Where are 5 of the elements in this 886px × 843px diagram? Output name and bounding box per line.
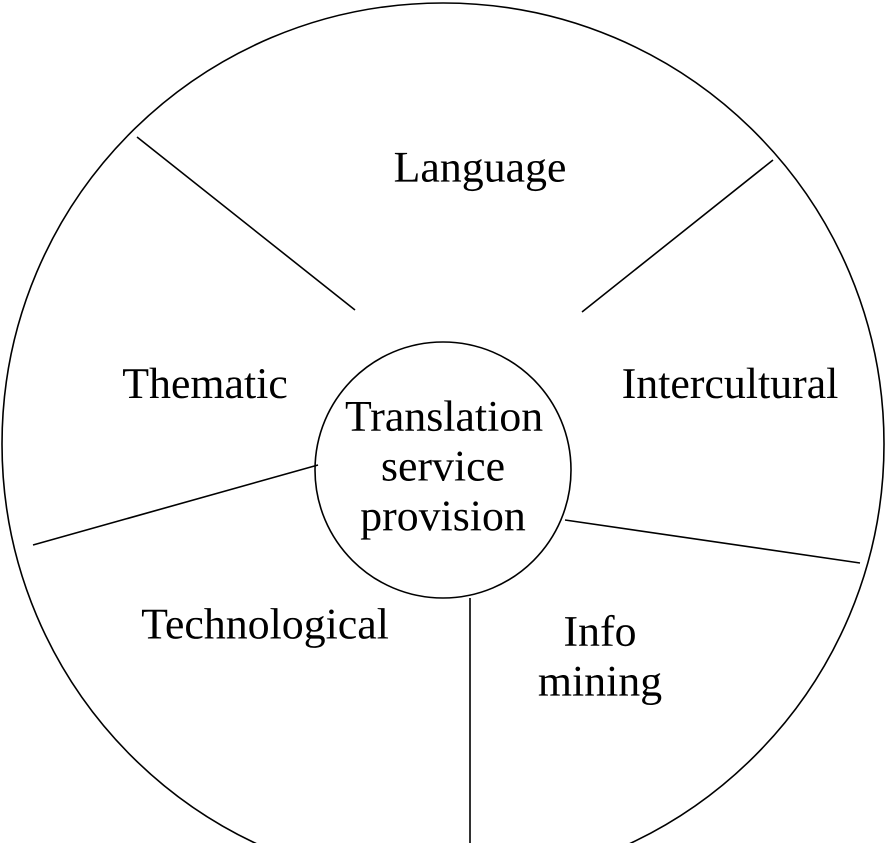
sector-label: Thematic bbox=[123, 368, 286, 398]
sector-label: Info mining bbox=[538, 614, 662, 706]
sector-label: Intercultural bbox=[623, 368, 838, 398]
sector-label: Language bbox=[394, 152, 565, 192]
sector-label: Technological bbox=[142, 608, 388, 648]
